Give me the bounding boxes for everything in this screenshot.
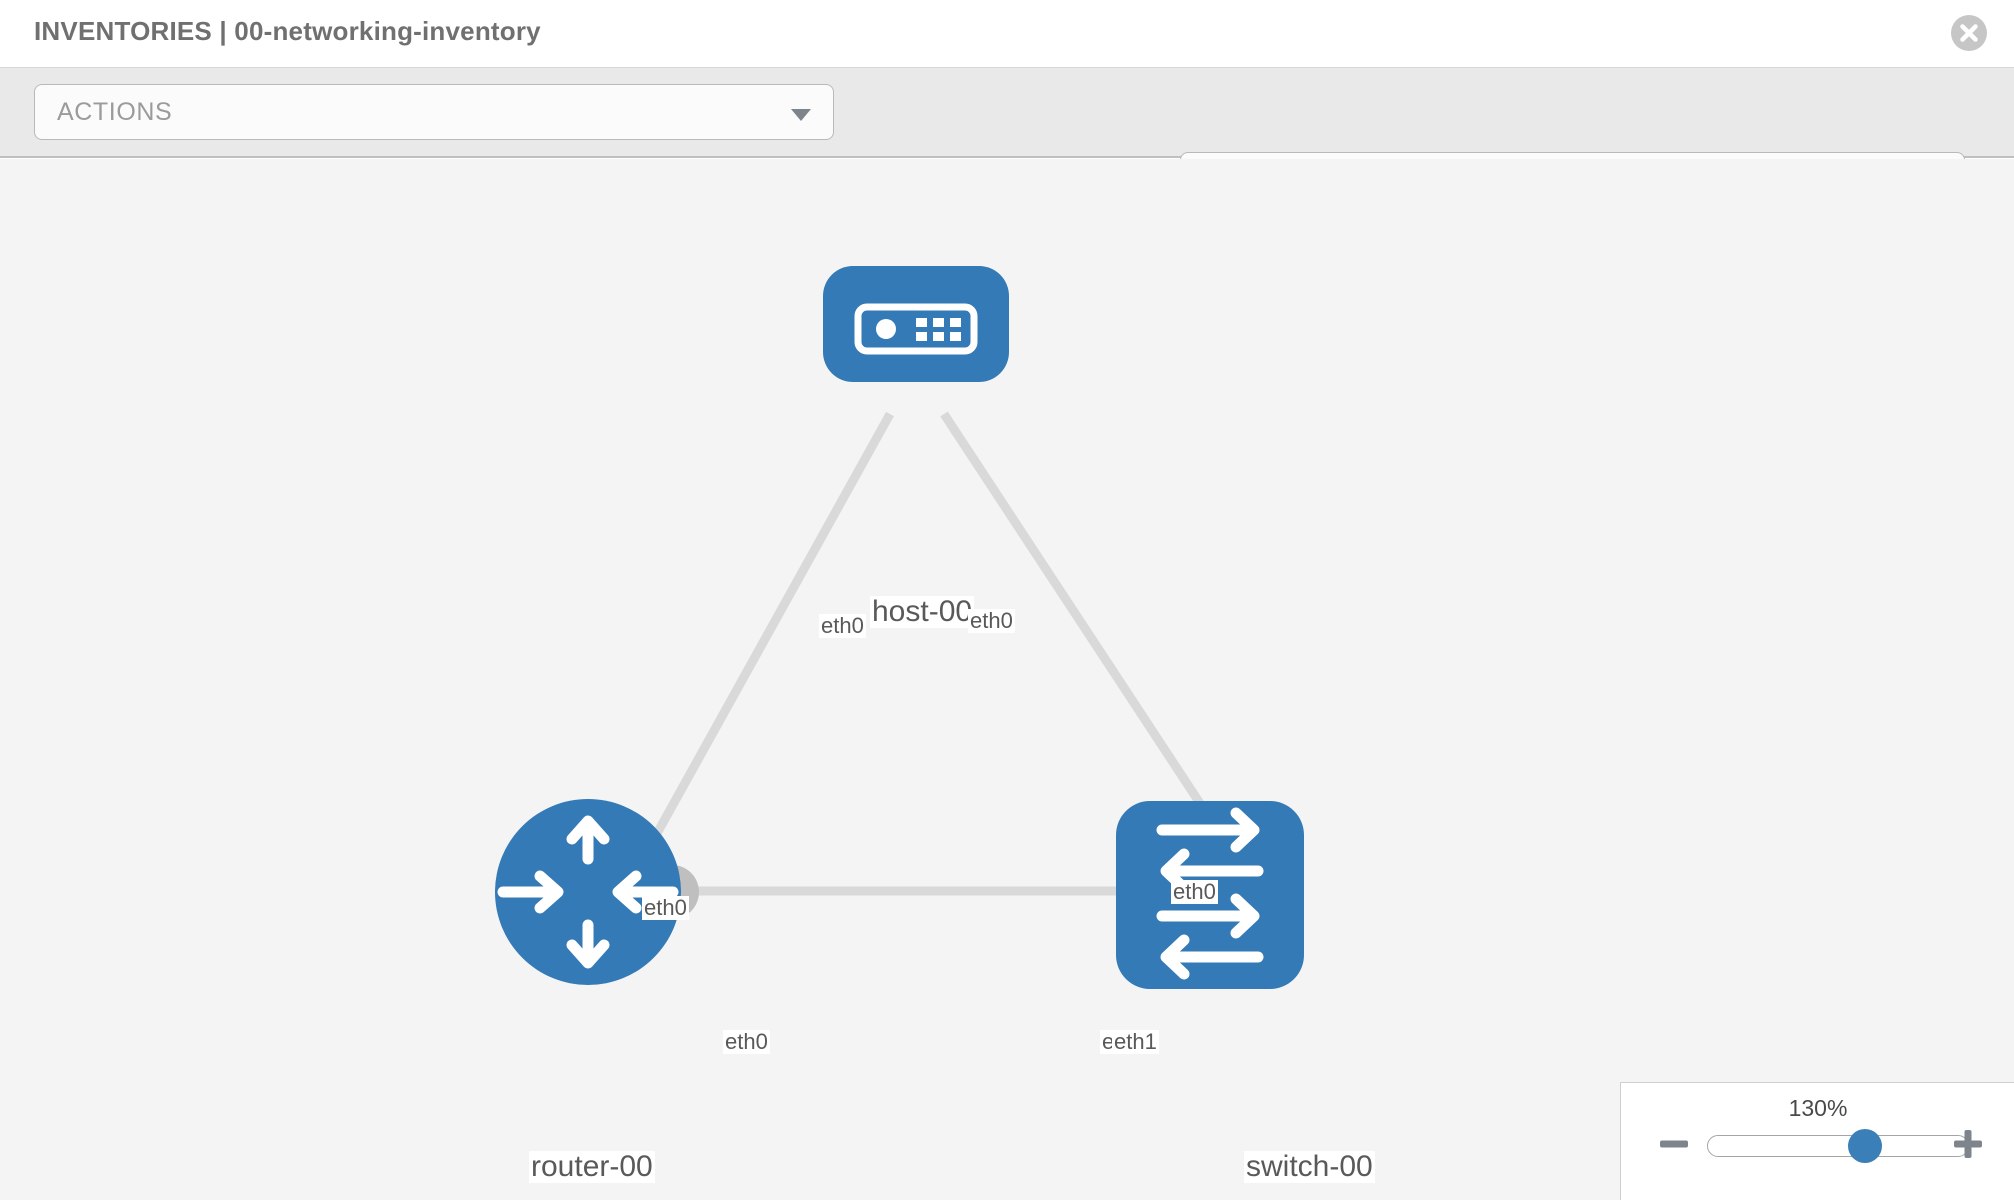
node-host-00[interactable] bbox=[823, 266, 1009, 382]
topology-graph bbox=[495, 266, 1304, 989]
chevron-down-icon bbox=[791, 109, 811, 121]
edge-label-router-eth0-up: eth0 bbox=[642, 895, 689, 920]
router-arrows-icon bbox=[497, 815, 679, 969]
toolbar: ACTIONS SEARCH bbox=[0, 68, 2014, 208]
edge-host-router bbox=[636, 411, 894, 867]
plus-icon[interactable] bbox=[1951, 1127, 1985, 1161]
actions-dropdown[interactable]: ACTIONS bbox=[34, 84, 834, 140]
switch-arrows-icon bbox=[1156, 807, 1264, 980]
zoom-slider-handle[interactable] bbox=[1848, 1129, 1883, 1163]
edge-label-switch-eth1: eth1 bbox=[1112, 1029, 1159, 1054]
edge-label-host-eth0-left: eth0 bbox=[819, 613, 866, 638]
zoom-control-panel: 130% bbox=[1620, 1082, 2014, 1200]
node-router-00[interactable] bbox=[495, 799, 681, 985]
node-label-host-00: host-00 bbox=[870, 595, 975, 628]
close-icon[interactable] bbox=[1948, 12, 1990, 54]
node-label-router-00: router-00 bbox=[529, 1150, 655, 1183]
edge-label-switch-eth0-up: eth0 bbox=[1171, 879, 1218, 904]
edge-label-host-eth0-right: eth0 bbox=[968, 608, 1015, 633]
topology-canvas[interactable]: eth0 host-00 eth0 eth0 eth0 router-00 et… bbox=[0, 159, 2014, 1200]
edge-label-router-eth0-right: eth0 bbox=[723, 1029, 770, 1054]
node-label-switch-00: switch-00 bbox=[1244, 1150, 1375, 1183]
edge-host-switch bbox=[940, 411, 1234, 852]
zoom-level-label: 130% bbox=[1788, 1095, 1848, 1121]
server-icon bbox=[854, 303, 978, 355]
zoom-slider-track[interactable] bbox=[1707, 1135, 1969, 1157]
page-title: INVENTORIES | 00-networking-inventory bbox=[34, 16, 541, 46]
minus-icon[interactable] bbox=[1657, 1127, 1691, 1161]
actions-dropdown-label: ACTIONS bbox=[57, 98, 173, 126]
page-header: INVENTORIES | 00-networking-inventory bbox=[0, 0, 2014, 68]
